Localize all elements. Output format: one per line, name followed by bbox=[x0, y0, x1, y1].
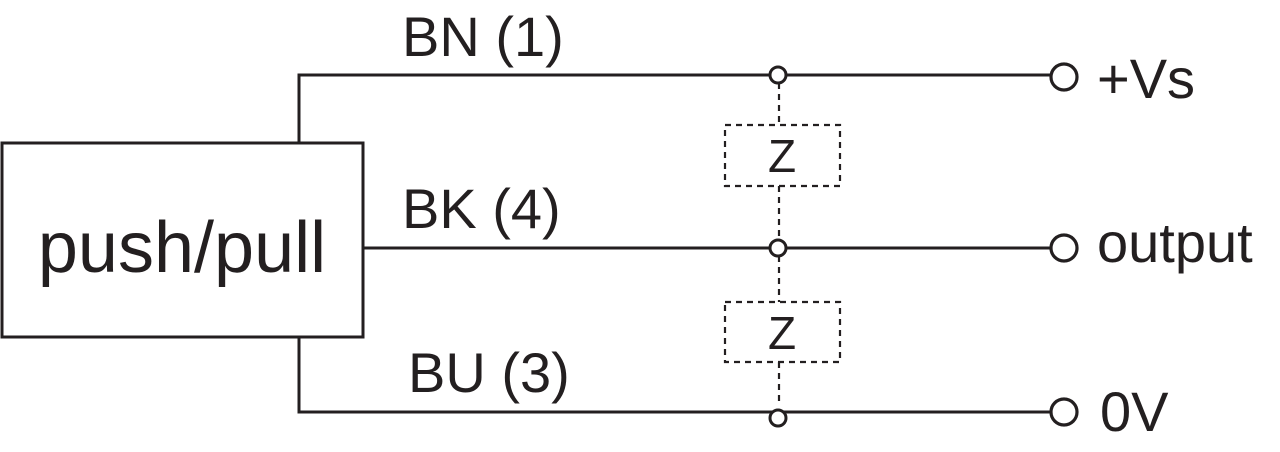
terminal-label-output: output bbox=[1097, 211, 1253, 274]
wire-bn bbox=[297, 73, 1050, 143]
junction-node-bu bbox=[768, 408, 788, 428]
terminal-label-0v: 0V bbox=[1100, 380, 1169, 443]
wire-label-bu: BU (3) bbox=[408, 341, 570, 404]
wire-bu bbox=[297, 337, 1050, 414]
terminal-output bbox=[1049, 233, 1079, 263]
junction-node-bk bbox=[768, 238, 788, 258]
load-z-upper-label: Z bbox=[768, 130, 796, 182]
terminal-vs bbox=[1049, 62, 1079, 92]
load-z-lower-label: Z bbox=[768, 307, 796, 359]
junction-node-bn bbox=[768, 65, 788, 85]
terminal-label-vs: +Vs bbox=[1097, 47, 1195, 110]
terminal-0v bbox=[1049, 397, 1079, 427]
block-label: push/pull bbox=[38, 208, 326, 288]
load-z-upper bbox=[723, 123, 842, 188]
push-pull-block bbox=[0, 141, 365, 339]
load-z-lower bbox=[723, 300, 842, 364]
wire-label-bn: BN (1) bbox=[402, 5, 564, 68]
wire-label-bk: BK (4) bbox=[402, 177, 561, 240]
